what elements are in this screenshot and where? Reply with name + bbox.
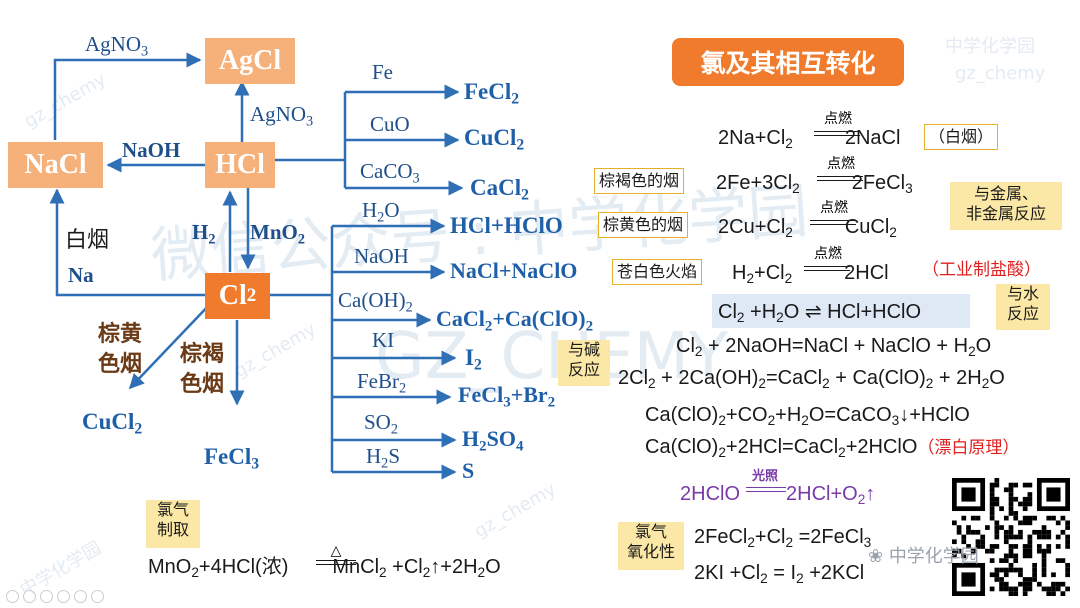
reagent-agno3-mid: AgNO3 xyxy=(250,102,314,130)
reagent-so2: SO2 xyxy=(364,410,398,438)
reagent-mno2: MnO2 xyxy=(250,220,305,248)
prev-icon[interactable] xyxy=(6,590,19,603)
page-title: 氯及其相互转化 xyxy=(672,38,904,86)
equation-hcl: Ca(ClO)2+2HCl=CaCl2+2HClO（漂白原理） xyxy=(645,436,1020,461)
condition-ignite-4: 点燃 xyxy=(814,246,842,262)
equation-fecl2: 2FeCl2+Cl2 =2FeCl3 xyxy=(694,526,872,551)
product-fecl3-br2: FeCl3+Br2 xyxy=(458,382,556,411)
product-s: S xyxy=(462,458,475,483)
reagent-h2o: H2O xyxy=(362,198,400,226)
note-white-smoke: （白烟） xyxy=(924,124,999,150)
more-icon[interactable] xyxy=(91,590,104,603)
qr-caption: ❀ 中学化学园 xyxy=(868,546,979,567)
label-brown-yellow-smoke: 棕黄 色烟 xyxy=(98,322,143,377)
equation-naoh: Cl2 + 2NaOH=NaCl + NaClO + H2O xyxy=(676,335,992,360)
product-cacl2: CaCl2 xyxy=(470,175,529,204)
slide-controls xyxy=(6,590,104,603)
qr-code xyxy=(952,478,1070,596)
wechat-icon: ❀ xyxy=(868,546,889,567)
note-brown-smoke-2: 棕褐色的烟 xyxy=(594,168,685,194)
callout-base: 与碱 反应 xyxy=(558,340,610,386)
condition-heat: △ xyxy=(330,543,342,559)
product-cacl2-caclo2: CaCl2+Ca(ClO)2 xyxy=(436,306,594,335)
reagent-fe: Fe xyxy=(372,60,393,84)
callout-metal-nonmetal: 与金属、 非金属反应 xyxy=(950,182,1062,230)
callout-oxidizing: 氯气 氧化性 xyxy=(618,522,684,570)
arrow-cl2-cucl2 xyxy=(128,301,213,390)
node-hcl: HCl xyxy=(205,142,275,188)
note-pale-flame: 苍白色火焰 xyxy=(612,259,703,285)
reagent-febr2: FeBr2 xyxy=(357,369,407,397)
equals-3 xyxy=(810,220,856,225)
reagent-ki: KI xyxy=(372,328,395,352)
condition-ignite-2: 点燃 xyxy=(827,156,855,172)
equals-5 xyxy=(746,487,786,492)
reagent-h2s: H2S xyxy=(366,444,400,472)
product-h2so4: H2SO4 xyxy=(462,426,524,455)
reagent-agno3-top: AgNO3 xyxy=(85,32,149,60)
reagent-cuo: CuO xyxy=(370,112,410,136)
water-eq-highlight xyxy=(712,294,970,328)
condition-ignite-3: 点燃 xyxy=(820,200,848,216)
product-fecl2: FeCl2 xyxy=(464,79,520,108)
reagent-caoh2: Ca(OH)2 xyxy=(338,288,413,316)
equals-1 xyxy=(814,131,860,136)
reagent-caco3: CaCO3 xyxy=(360,159,420,187)
equals-6 xyxy=(316,560,356,565)
equation-ki: 2KI +Cl2 = I2 +2KCl xyxy=(694,562,865,587)
slides-icon[interactable] xyxy=(57,590,70,603)
equals-4 xyxy=(804,266,850,271)
reagent-h2: H2 xyxy=(192,220,216,248)
label-brown-smoke: 棕褐 色烟 xyxy=(180,342,225,397)
product-hcl-hclo: HCl+HClO xyxy=(450,213,563,238)
arrow-nacl-agcl xyxy=(53,52,202,140)
equation-prep: MnO2+4HCl(浓)MnCl2 +Cl2↑+2H2O xyxy=(148,556,501,581)
condition-ignite-1: 点燃 xyxy=(824,111,852,127)
node-agcl: AgCl xyxy=(205,38,295,84)
product-cucl2-hcl: CuCl2 xyxy=(464,125,525,154)
reagent-naoh-cl2: NaOH xyxy=(354,244,409,268)
equation-water: Cl2 +H2O ⇌ HCl+HClO xyxy=(718,301,922,326)
condition-light: 光照 xyxy=(751,469,778,484)
callout-preparation: 氯气 制取 xyxy=(146,500,200,548)
note-brown-yellow-smoke: 棕黄色的烟 xyxy=(598,212,689,238)
equals-2 xyxy=(817,176,863,181)
reagent-naoh: NaOH xyxy=(122,138,181,162)
equation-co2: Ca(ClO)2+CO2+H2O=CaCO3↓+HClO xyxy=(645,404,970,429)
pen-icon[interactable] xyxy=(40,590,53,603)
callout-water: 与水 反应 xyxy=(996,284,1050,330)
product-fecl3: FeCl3 xyxy=(204,444,260,473)
label-white-smoke: 白烟 xyxy=(65,228,110,253)
note-industrial: （工业制盐酸） xyxy=(922,260,1041,280)
next-icon[interactable] xyxy=(23,590,36,603)
zoom-icon[interactable] xyxy=(74,590,87,603)
node-nacl: NaCl xyxy=(8,142,103,188)
product-i2: I2 xyxy=(465,345,482,374)
product-nacl-naclo: NaCl+NaClO xyxy=(450,258,578,283)
reagent-na: Na xyxy=(68,263,94,287)
equation-caoh2: 2Cl2 + 2Ca(OH)2=CaCl2 + Ca(ClO)2 + 2H2O xyxy=(618,367,1005,392)
product-cucl2: CuCl2 xyxy=(82,409,143,438)
arrow-cl2-nacl xyxy=(49,188,205,297)
